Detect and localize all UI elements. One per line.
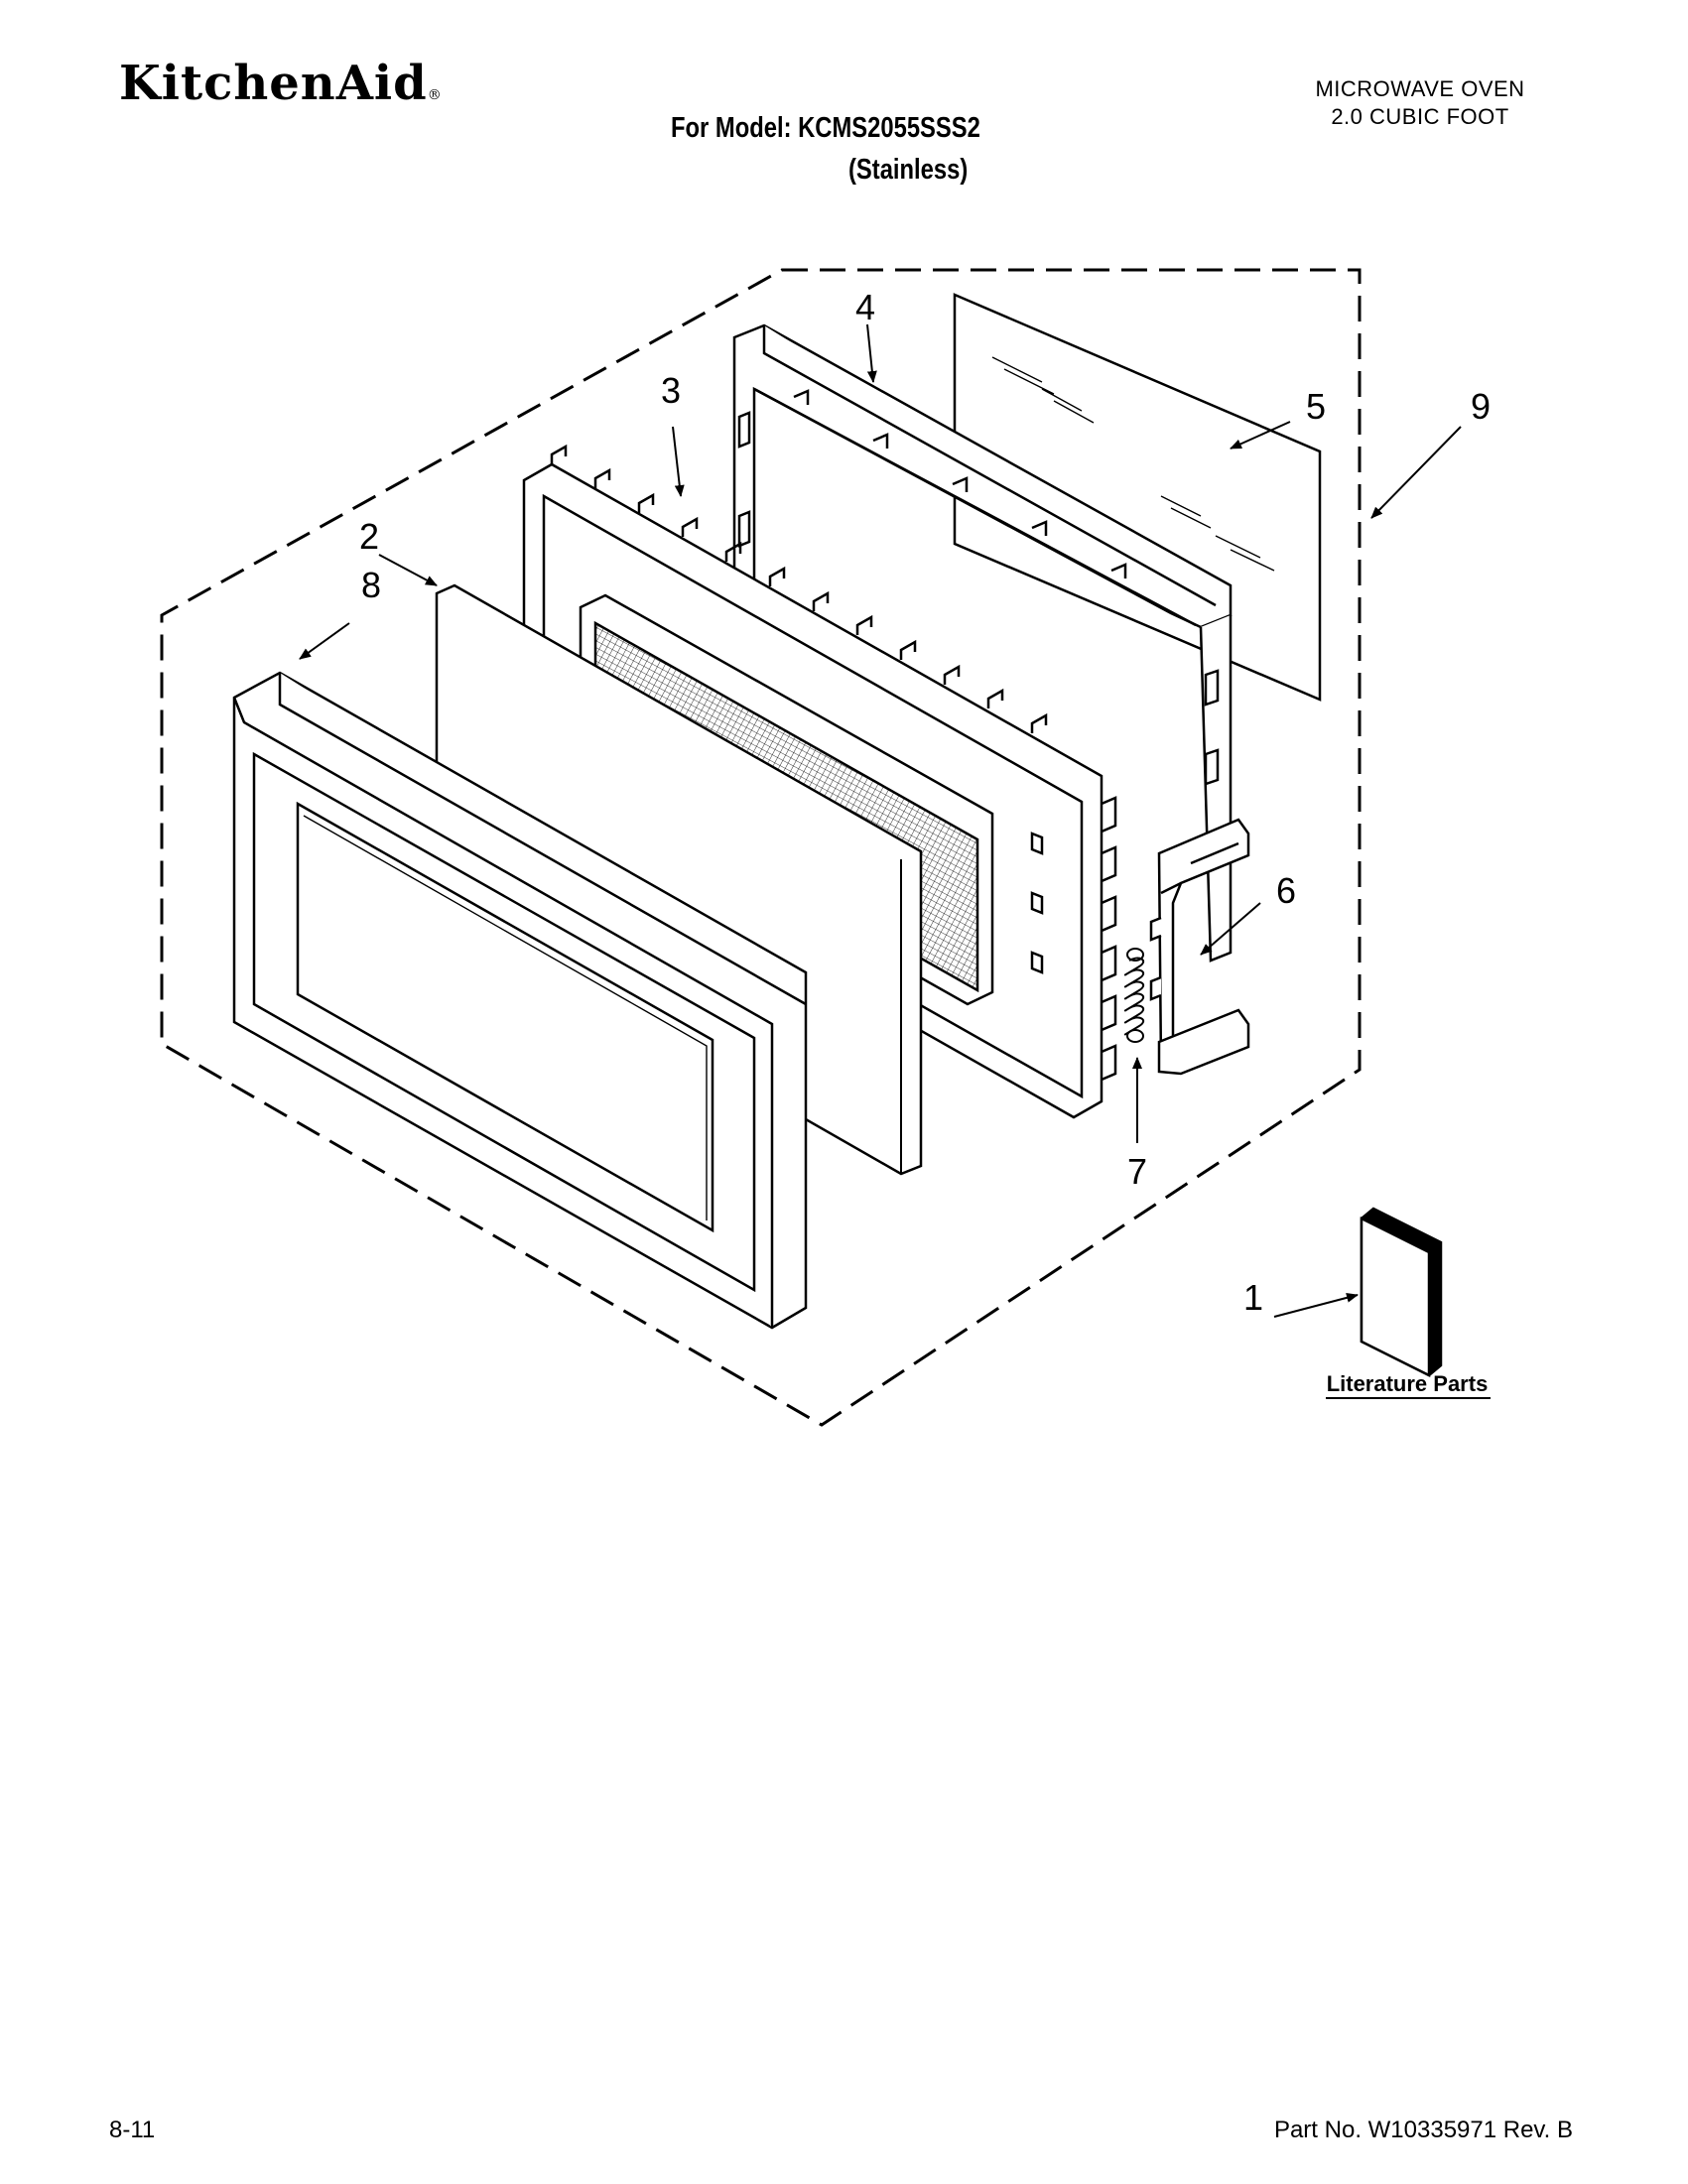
brand-name: KitchenAid xyxy=(119,56,428,111)
model-number: For Model: KCMS2055SSS2 xyxy=(671,112,980,144)
callout-6: 6 xyxy=(1276,870,1296,911)
literature-booklet xyxy=(1360,1207,1443,1378)
callout-4: 4 xyxy=(855,287,875,327)
product-title: MICROWAVE OVEN 2.0 CUBIC FOOT xyxy=(1271,75,1569,131)
door-front xyxy=(232,671,808,1330)
brand-logo: KitchenAid® xyxy=(119,56,443,111)
literature-parts-label: Literature Parts xyxy=(1327,1371,1489,1396)
door-latch xyxy=(1149,818,1250,1076)
part-number: Part No. W10335971 Rev. B xyxy=(1273,2117,1573,2143)
callout-7: 7 xyxy=(1127,1151,1147,1192)
callout-9: 9 xyxy=(1471,386,1491,427)
callout-3: 3 xyxy=(661,370,681,411)
registered-mark: ® xyxy=(427,87,443,103)
door-choke-frame xyxy=(732,323,1233,963)
callout-5: 5 xyxy=(1306,386,1326,427)
product-capacity: 2.0 CUBIC FOOT xyxy=(1331,104,1509,129)
callout-1: 1 xyxy=(1243,1277,1263,1318)
model-finish: (Stainless) xyxy=(848,154,969,186)
callout-2: 2 xyxy=(359,516,379,557)
latch-spring xyxy=(1123,948,1145,1043)
product-type: MICROWAVE OVEN xyxy=(1315,76,1525,101)
page-reference: 8-11 xyxy=(109,2117,156,2143)
callout-leaders xyxy=(299,323,1462,1318)
callout-8: 8 xyxy=(361,565,381,605)
assembly-boundary xyxy=(160,268,1362,1427)
